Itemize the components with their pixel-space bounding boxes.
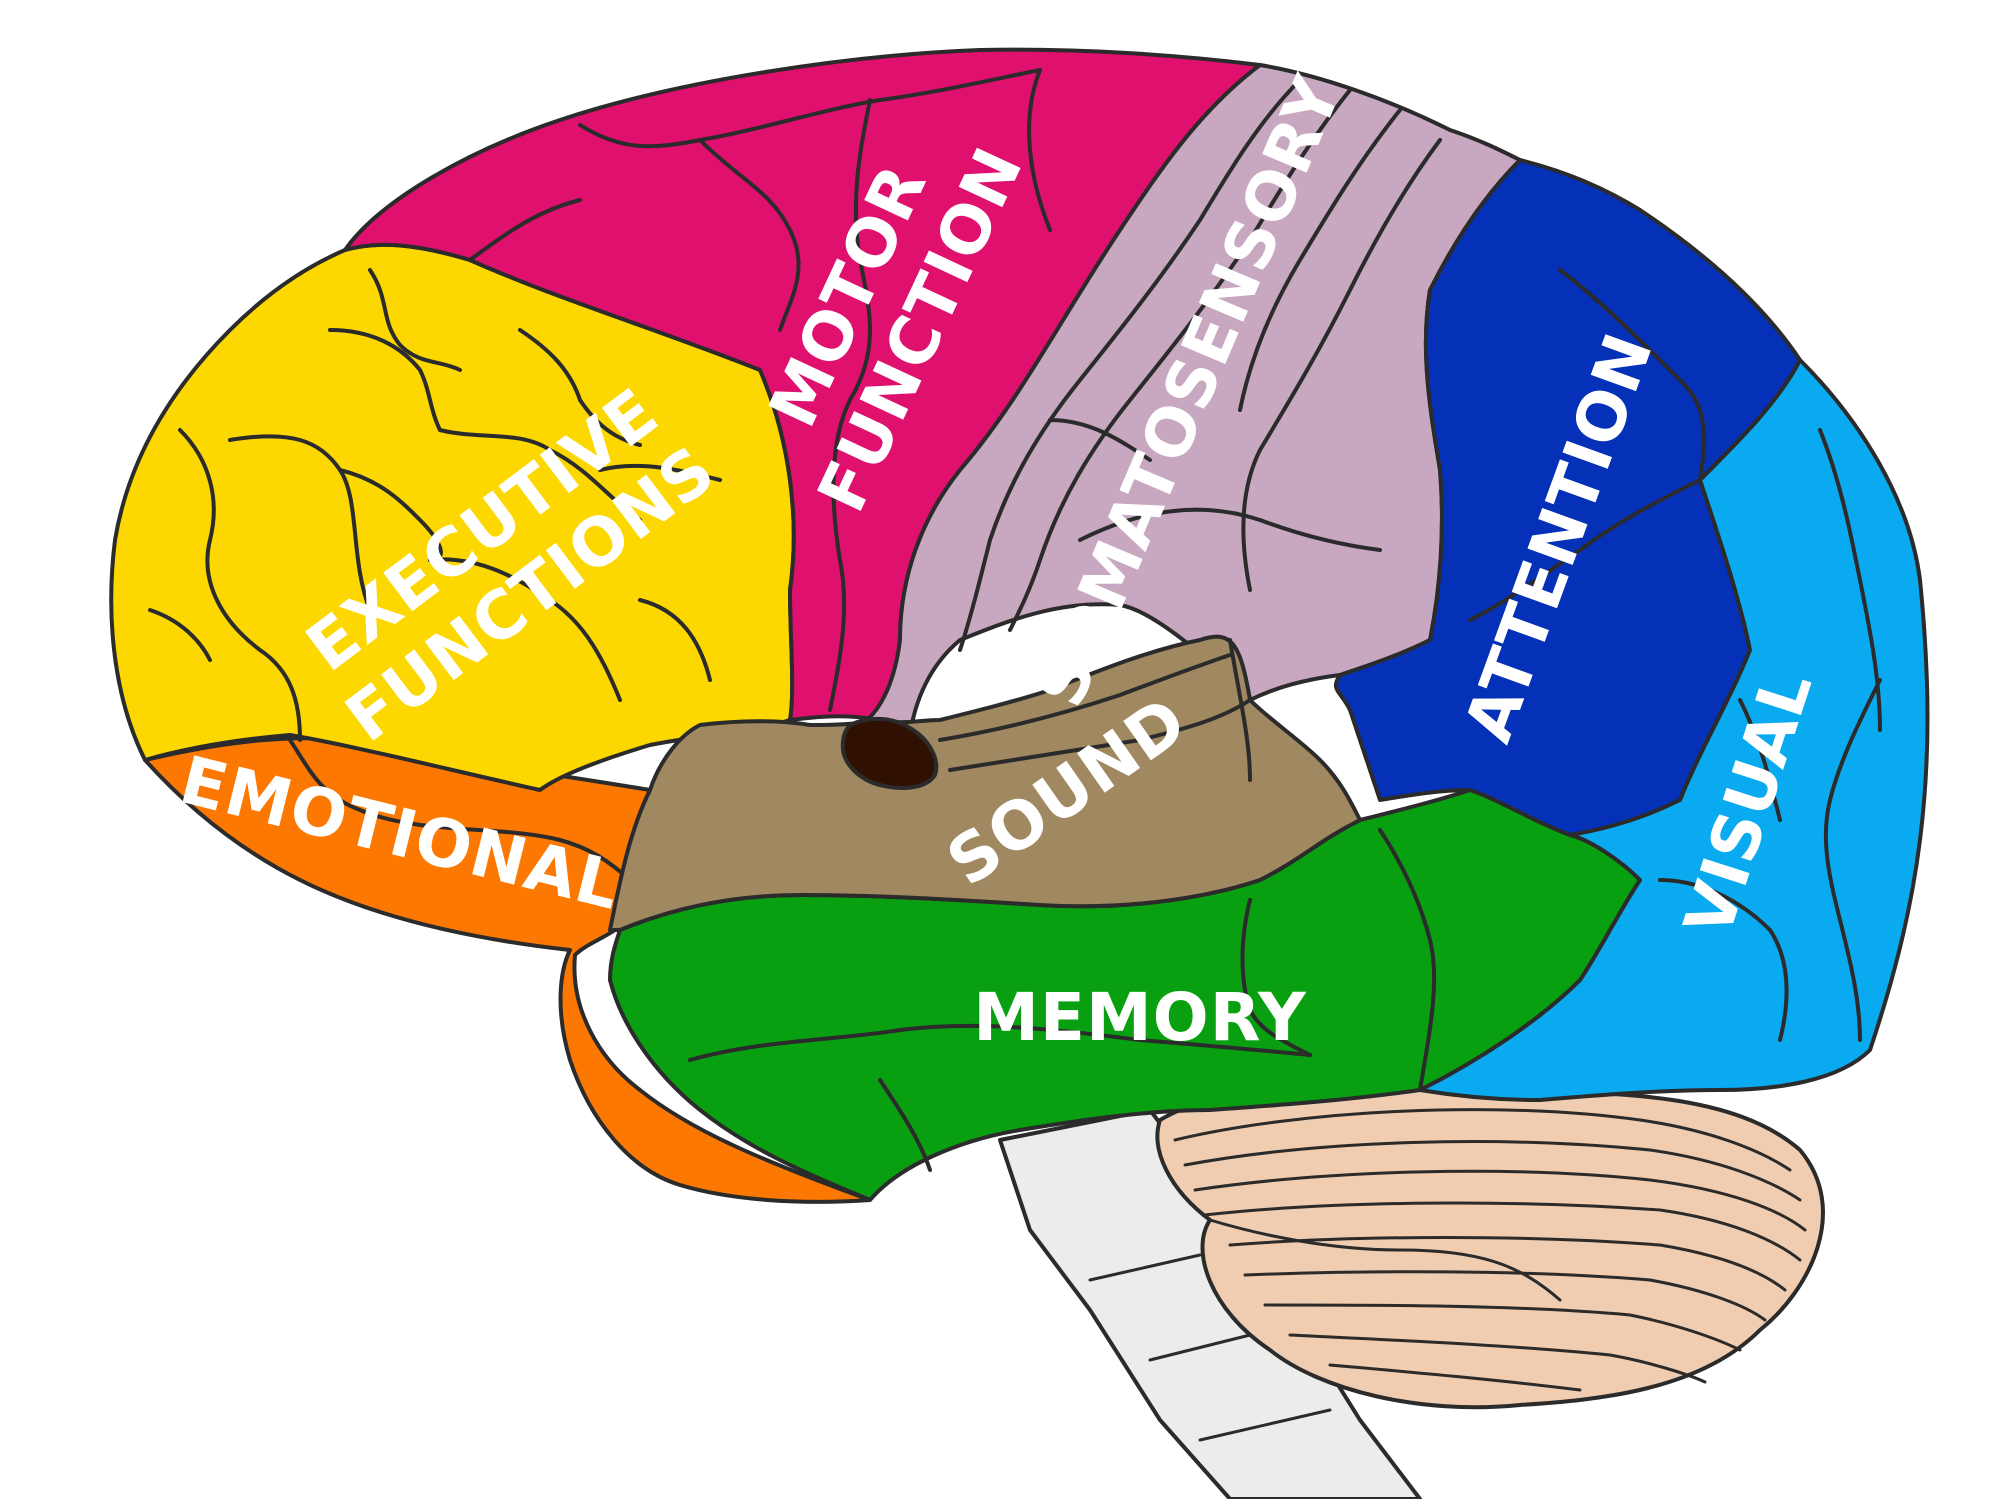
memory-folds	[688, 828, 1437, 1172]
insula-region	[840, 716, 939, 790]
memory-label: MEMORY	[973, 979, 1307, 1056]
attention-fold	[1468, 478, 1702, 622]
brainstem-line	[1198, 1408, 1332, 1442]
visual-folds	[1658, 428, 1882, 1042]
brainstem-line	[1088, 1253, 1202, 1282]
sound-region	[608, 634, 1362, 932]
somatosensory-folds	[958, 78, 1442, 652]
sound-folds	[938, 638, 1252, 782]
cerebellum-folds	[1173, 1108, 1807, 1392]
emotional-fold	[288, 738, 632, 882]
motor-folds	[468, 68, 1052, 712]
executive-folds	[148, 268, 722, 742]
attention-fold	[1558, 268, 1706, 482]
